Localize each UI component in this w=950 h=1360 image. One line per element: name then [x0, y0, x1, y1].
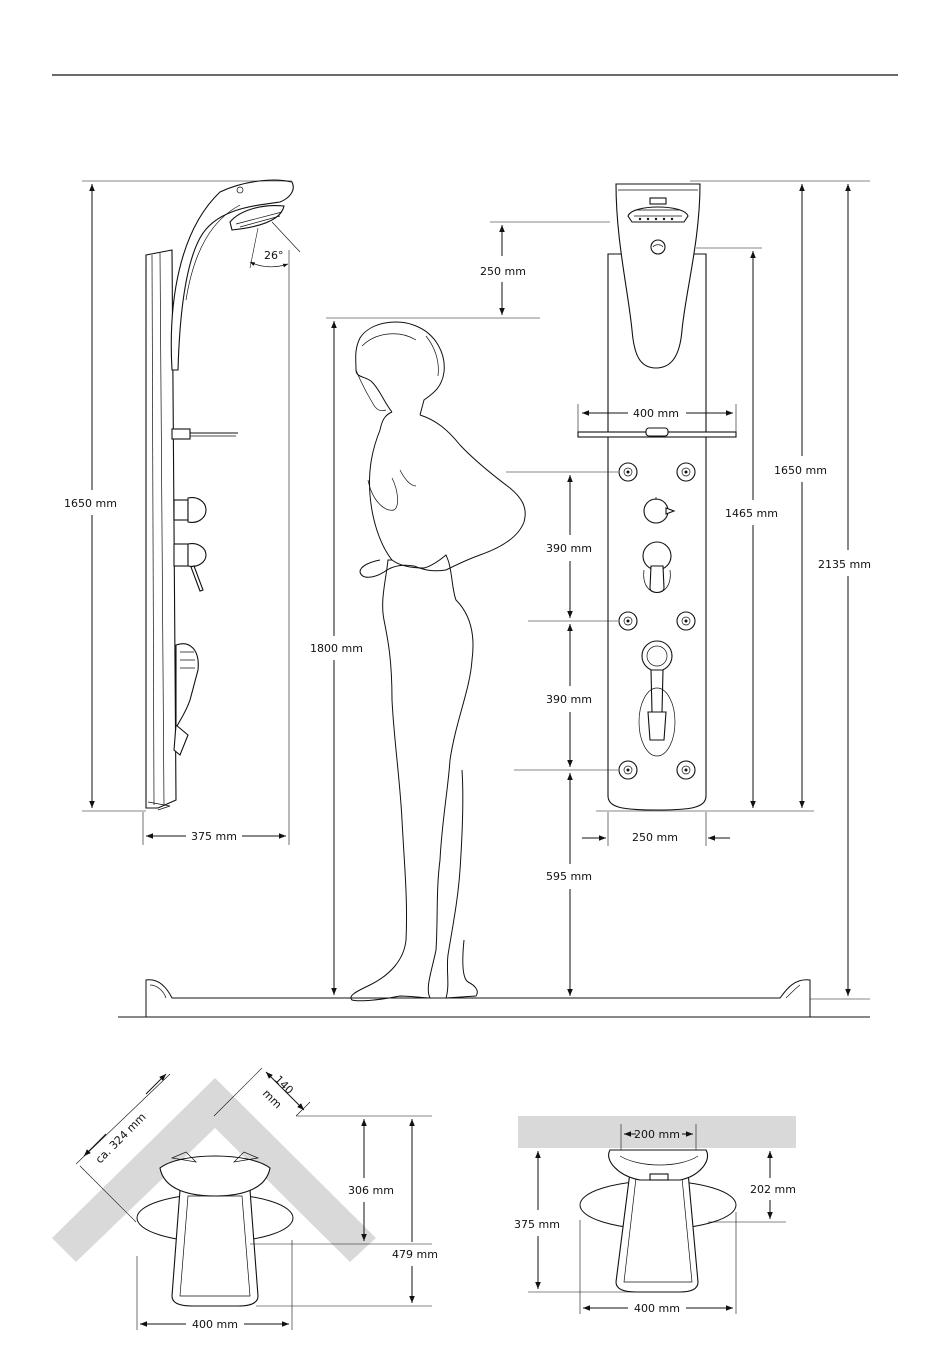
side-height-label: 1650 mm	[64, 497, 117, 510]
wall-depth-202-label: 202 mm	[750, 1183, 796, 1196]
person-height-label: 1800 mm	[310, 642, 363, 655]
wall-top-width-label: 200 mm	[634, 1128, 680, 1141]
shower-tray	[118, 980, 870, 1017]
side-thermostat	[174, 500, 188, 520]
side-view: 26° 1650 mm 375 mm	[64, 180, 300, 845]
wall-plan-view: 200 mm 202 mm 375 mm 400 mm	[514, 1116, 796, 1315]
corner-depth-479-label: 479 mm	[392, 1248, 438, 1261]
wall-column	[616, 1172, 698, 1292]
front-thermostat	[644, 499, 668, 523]
side-angle-label: 26°	[264, 249, 284, 262]
corner-plan-view: ca. 324 mm 140 mm 306 mm 479 mm 400 mm	[52, 1068, 438, 1331]
front-total-height-label: 2135 mm	[818, 558, 871, 571]
side-width-label: 375 mm	[191, 830, 237, 843]
front-base-width-label: 250 mm	[632, 831, 678, 844]
front-height-1650-label: 1650 mm	[774, 464, 827, 477]
person-head-clearance-label: 250 mm	[480, 265, 526, 278]
side-hand-shower	[176, 644, 198, 728]
side-mixer	[174, 544, 188, 566]
wall-depth-375-label: 375 mm	[514, 1218, 560, 1231]
front-jet-spacing-bottom-label: 390 mm	[546, 693, 592, 706]
corner-column	[172, 1190, 258, 1306]
front-jet-floor-label: 595 mm	[546, 870, 592, 883]
front-height-1465-label: 1465 mm	[725, 507, 778, 520]
front-shelf-width-label: 400 mm	[633, 407, 679, 420]
corner-depth-306-label: 306 mm	[348, 1184, 394, 1197]
wall-width-label: 400 mm	[634, 1302, 680, 1315]
side-shelf-bracket	[172, 429, 190, 439]
person-silhouette	[351, 322, 525, 1001]
corner-width-label: 400 mm	[192, 1318, 238, 1331]
front-view: 400 mm 390 mm 390 mm 595 mm 250 mm 1465 …	[506, 181, 871, 999]
corner-head	[160, 1156, 270, 1196]
front-jet-spacing-top-label: 390 mm	[546, 542, 592, 555]
